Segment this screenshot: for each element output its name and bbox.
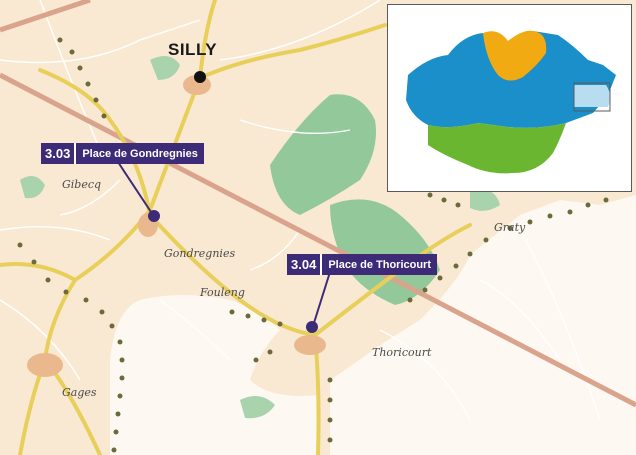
road-major xyxy=(198,23,387,80)
road-major xyxy=(0,262,77,282)
road-major xyxy=(148,213,317,337)
place-label-thoricourt: Thoricourt xyxy=(372,346,432,359)
locator-inset-map xyxy=(387,4,632,192)
region-highlight xyxy=(574,85,611,107)
callout-divider xyxy=(320,254,323,275)
place-label-gages: Gages xyxy=(62,386,97,399)
forest-area xyxy=(150,56,180,80)
callout-number: 3.04 xyxy=(287,254,321,275)
town-label-silly: SILLY xyxy=(168,40,218,59)
callout-3-04[interactable]: 3.04 Place de Thoricourt xyxy=(287,254,438,275)
railway xyxy=(0,72,636,408)
forest-area xyxy=(240,396,275,419)
callout-divider xyxy=(74,143,77,164)
forest-area xyxy=(270,94,376,215)
region-south xyxy=(428,123,566,174)
place-label-fouleng: Fouleng xyxy=(200,286,245,299)
forest-area xyxy=(330,199,440,305)
place-label-graty: Graty xyxy=(494,221,526,234)
highlight-frame xyxy=(573,82,611,112)
forest-area xyxy=(20,176,45,199)
railway xyxy=(0,0,91,33)
road-major xyxy=(38,68,152,217)
locator-regions xyxy=(406,30,616,174)
callout-number: 3.03 xyxy=(41,143,75,164)
forest-area xyxy=(470,189,500,211)
place-label-gibecq: Gibecq xyxy=(62,178,102,191)
outside-area xyxy=(110,295,320,455)
callout-title: Place de Gondregnies xyxy=(76,143,204,164)
callout-3-03[interactable]: 3.03 Place de Gondregnies xyxy=(41,143,204,164)
marker-3-03 xyxy=(148,210,160,222)
region-north xyxy=(483,30,547,81)
place-label-gondregnies: Gondregnies xyxy=(164,247,236,260)
callout-title: Place de Thoricourt xyxy=(322,254,438,275)
road-major xyxy=(198,0,217,80)
marker-3-04 xyxy=(306,321,318,333)
town-dot xyxy=(194,71,206,83)
